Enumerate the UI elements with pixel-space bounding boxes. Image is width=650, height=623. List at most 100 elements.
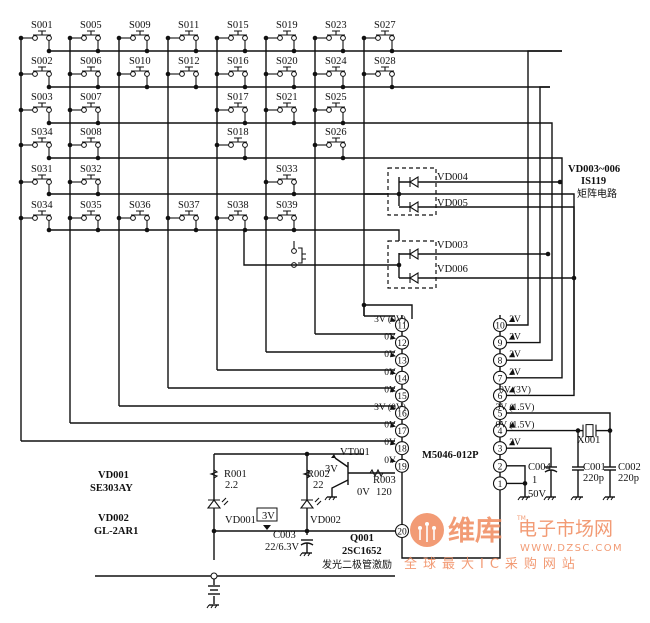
legend-q001-part: 2SC1652: [342, 546, 382, 557]
vd003-label: VD003: [437, 240, 468, 251]
switch-label: S018: [227, 127, 249, 138]
arrow-icon: [390, 334, 396, 340]
switch-label: S009: [129, 20, 151, 31]
c004-name: C004: [528, 462, 552, 473]
switch-contact: [291, 35, 297, 41]
switch-actuator: [33, 30, 51, 36]
arrow-icon: [509, 333, 515, 340]
watermark-tm: TM: [516, 515, 526, 522]
ic-pin-right: 40V (1.5V): [492, 420, 534, 438]
vd004-label: VD004: [437, 172, 469, 183]
switch-actuator: [278, 174, 296, 180]
arrow-icon: [509, 404, 515, 410]
switch-label: S027: [374, 20, 396, 31]
arrow-icon: [390, 352, 396, 358]
junction-dot: [18, 215, 24, 221]
ic-pin-right: 73V: [492, 368, 521, 385]
arrow-icon: [509, 386, 515, 393]
vt001-emitter-voltage: 0V: [357, 487, 370, 498]
crystal-icon: [585, 424, 594, 438]
wire: [507, 86, 550, 344]
junction-dot: [340, 120, 346, 126]
switch-contact: [291, 248, 297, 254]
junction-dot: [95, 84, 101, 90]
junction-dot: [116, 35, 122, 41]
switch-contact: [193, 215, 199, 221]
junction-dot: [242, 84, 248, 90]
junction-dot: [46, 227, 52, 233]
pin-circle: [492, 353, 508, 368]
junction-dot: [67, 71, 73, 77]
arrow-icon: [390, 317, 396, 322]
wire: [507, 122, 553, 361]
pin-voltage: 0V (3V): [499, 384, 531, 395]
switch-contact: [81, 215, 87, 221]
pin-circle: [492, 476, 508, 491]
ground-icon: [206, 604, 218, 609]
push-switch: S008: [67, 127, 102, 161]
junction-dot: [214, 71, 220, 77]
push-switch: S006: [67, 56, 102, 90]
switch-contact: [95, 142, 101, 148]
ground-icon: [299, 552, 311, 557]
wire: [363, 304, 413, 319]
pin-number: 9: [498, 339, 503, 349]
junction-dot: [389, 48, 395, 54]
diode-note-line3: 矩阵电路: [577, 187, 617, 200]
diode-note-line2: IS119: [581, 176, 606, 187]
switch-contact: [81, 107, 87, 113]
switch-actuator: [229, 30, 247, 36]
vd005-label: VD005: [437, 198, 468, 209]
switch-actuator: [82, 137, 100, 143]
diode-box-lower: [387, 240, 437, 289]
junction-dot: [95, 191, 101, 197]
vd006-label: VD006: [437, 264, 468, 275]
switch-contact: [326, 142, 332, 148]
junction-dot: [193, 227, 199, 233]
c002-name: C002: [618, 462, 641, 473]
junction-dot: [214, 142, 220, 148]
switch-contact: [144, 71, 150, 77]
push-switch: S021: [263, 92, 298, 126]
arrow-icon: [390, 387, 396, 393]
switch-contact: [179, 35, 185, 41]
legend-vd002-title: VD002: [98, 513, 129, 524]
junction-dot: [361, 35, 367, 41]
watermark-url: WWW.DZSC.COM: [520, 543, 623, 554]
pin-circle: [492, 405, 508, 421]
switch-label: S005: [80, 20, 102, 31]
switch-contact: [46, 142, 52, 148]
junction-dot: [312, 107, 318, 113]
pin-number: 10: [495, 322, 505, 332]
switch-actuator: [229, 210, 247, 216]
switch-actuator: [327, 102, 345, 108]
r001-symbol: [209, 469, 219, 479]
pin-circle: [394, 353, 410, 368]
push-switch: S011: [165, 20, 199, 54]
switch-label: S024: [325, 56, 347, 67]
pin-circle: [492, 441, 508, 456]
switch-label: S032: [80, 164, 102, 175]
diode-icon: [408, 248, 419, 260]
r003-symbol: [369, 468, 384, 478]
diode-note-line1: VD003~006: [568, 164, 620, 175]
diode-triangle: [408, 201, 419, 213]
pin-voltage: 3V (0V): [374, 314, 406, 325]
switch-label: S023: [325, 20, 347, 31]
switch-contact: [277, 179, 283, 185]
arrow-icon: [509, 316, 515, 322]
switch-contact: [32, 107, 38, 113]
vt001-base-voltage: 3V: [325, 464, 338, 475]
pin-number: 1: [498, 480, 503, 490]
switch-contact: [95, 215, 101, 221]
switch-label: S021: [276, 92, 298, 103]
pin-circle: [492, 423, 508, 438]
junction-dot: [312, 71, 318, 77]
arrow-icon: [390, 440, 396, 446]
push-switch: S020: [263, 56, 298, 90]
switch-label: S033: [276, 164, 298, 175]
